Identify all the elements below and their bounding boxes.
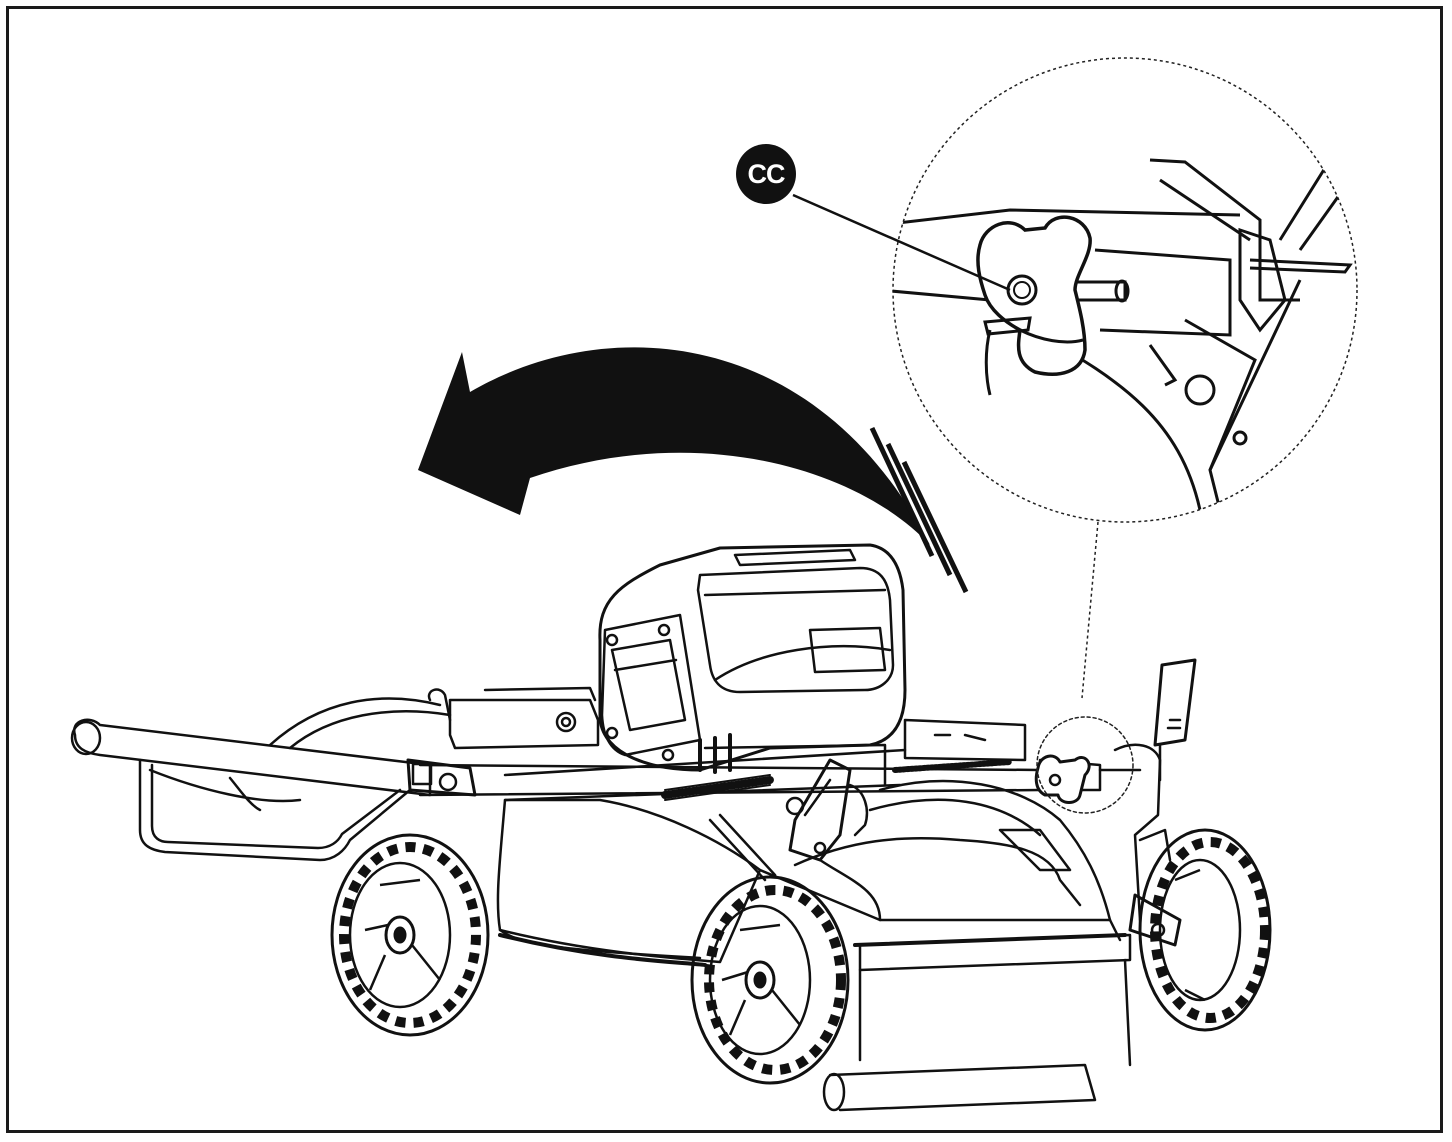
battery-cover xyxy=(598,543,907,787)
mower-deck xyxy=(496,779,1132,1112)
detail-magnifier xyxy=(892,57,1358,699)
front-left-wheel xyxy=(690,875,850,1085)
rear-right-wheel xyxy=(1138,828,1272,1032)
rotation-arrow xyxy=(418,347,969,594)
callout-cc-badge: CC xyxy=(736,144,796,204)
spring xyxy=(661,759,1013,816)
rear-left-wheel xyxy=(330,833,490,1037)
handle-bar xyxy=(70,688,1142,862)
